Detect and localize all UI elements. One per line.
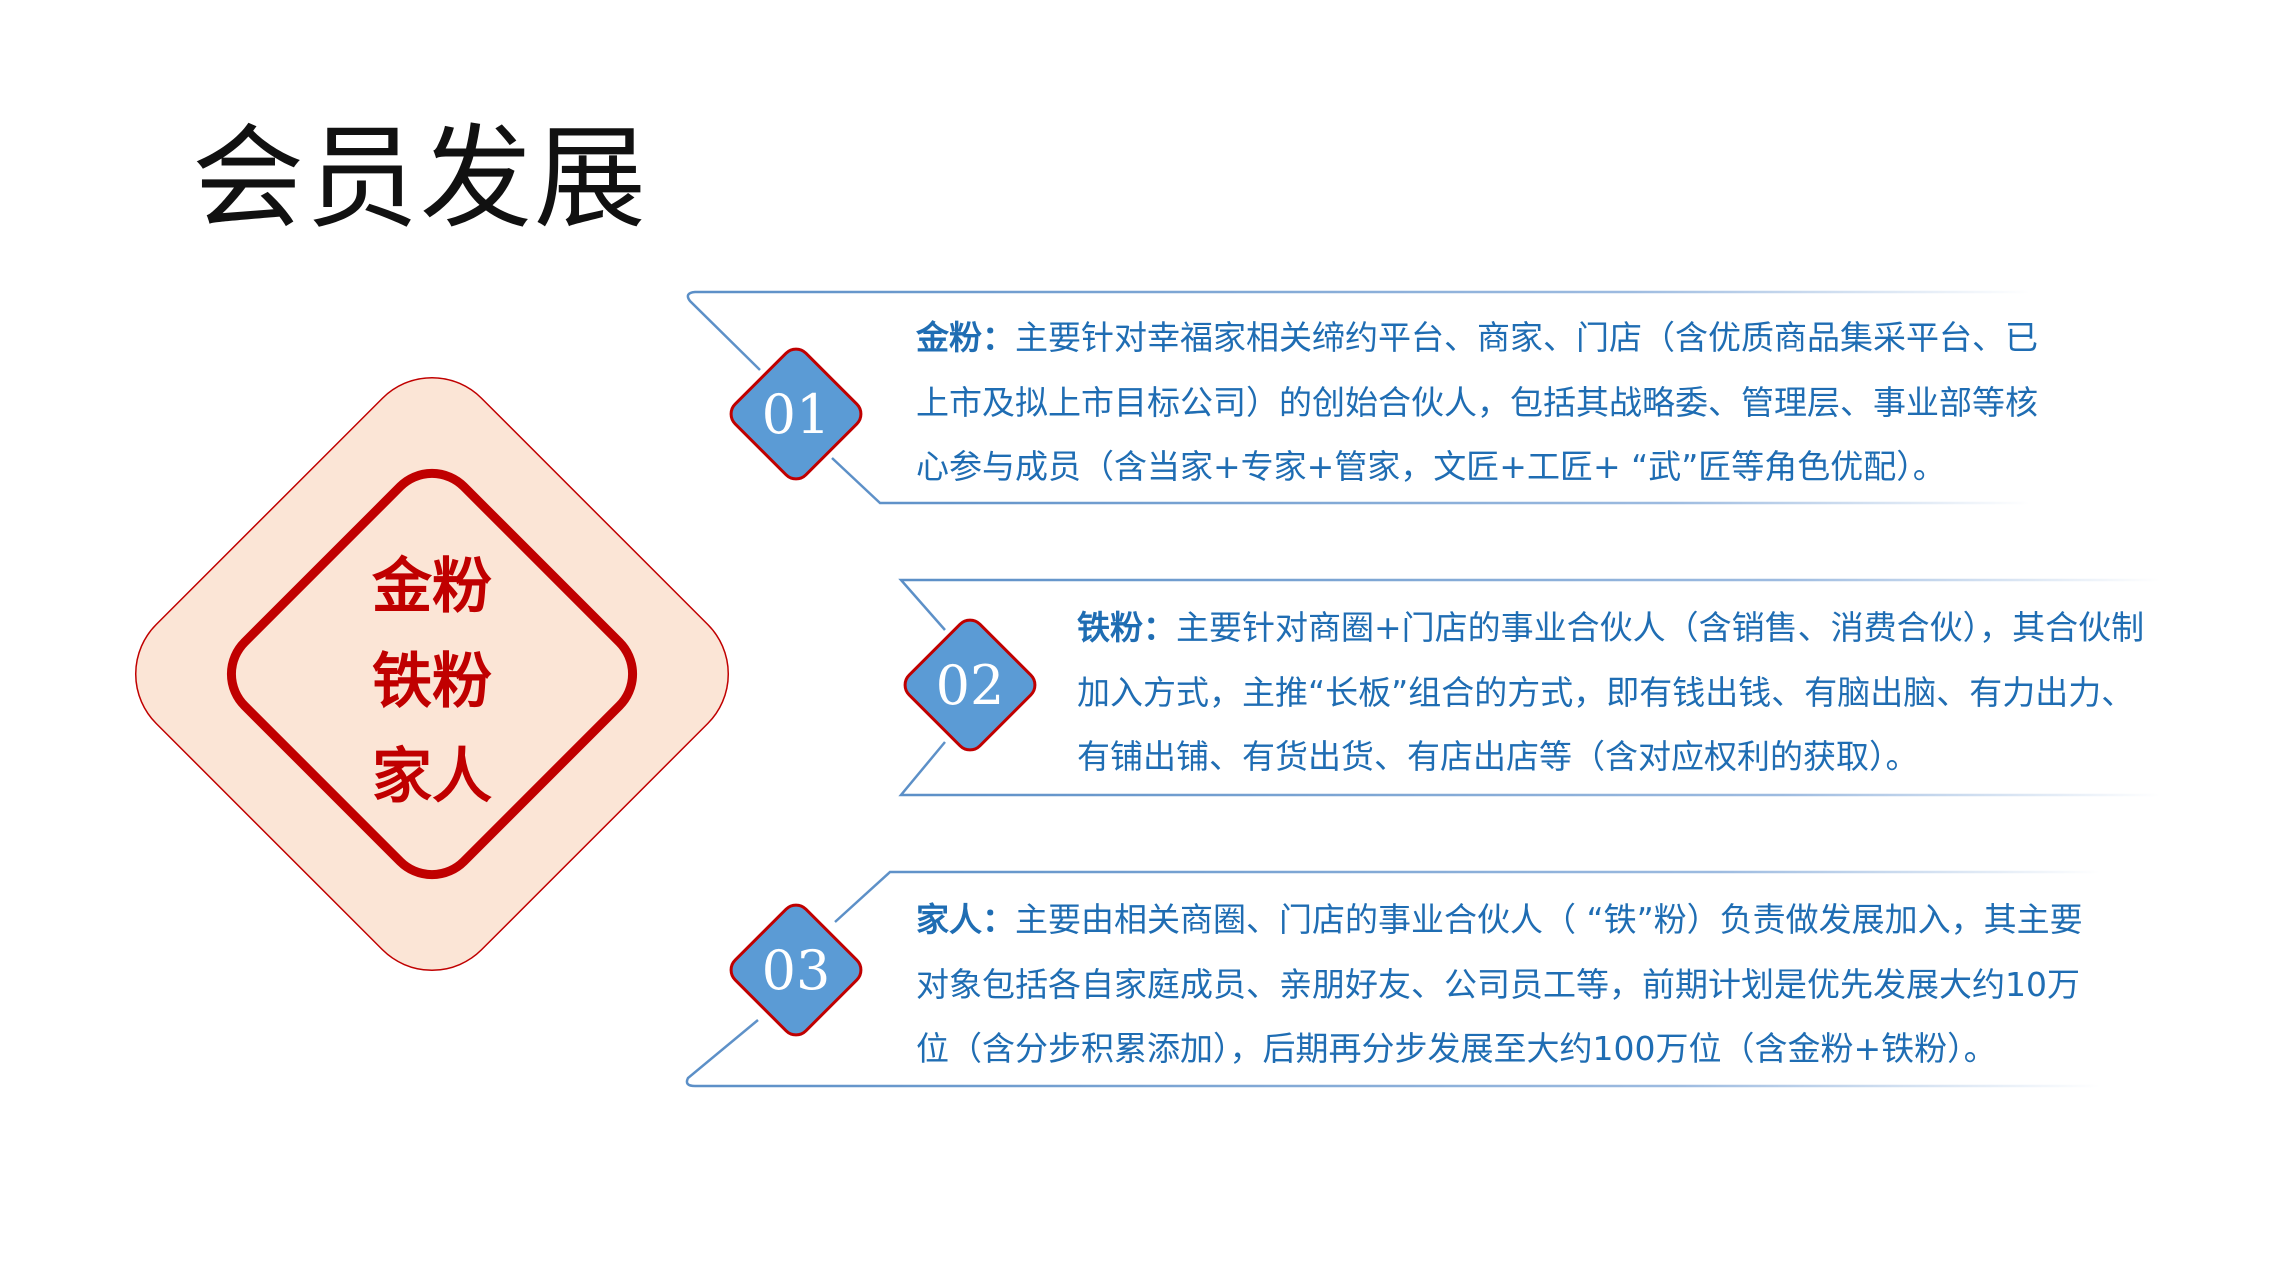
item-description-03: 家人：主要由相关商圈、门店的事业合伙人（ “铁”粉）负责做发展加入，其主要对象包… — [916, 888, 2096, 1082]
center-label-family: 家人 — [372, 742, 492, 812]
diamond-01 — [729, 347, 863, 481]
item-term: 家人： — [916, 900, 1015, 939]
center-label-iron: 铁粉 — [372, 647, 492, 717]
item-number-03: 03 — [761, 938, 831, 1002]
item-number-01: 01 — [761, 382, 831, 446]
item-description-01: 金粉：主要针对幸福家相关缔约平台、商家、门店（含优质商品集采平台、已上市及拟上市… — [916, 306, 2066, 500]
item-term: 铁粉： — [1077, 608, 1176, 647]
outer-diamond — [134, 376, 730, 972]
item-number-02: 02 — [935, 653, 1005, 717]
item-text: 主要针对幸福家相关缔约平台、商家、门店（含优质商品集采平台、已上市及拟上市目标公… — [916, 318, 2038, 486]
panel-2-outline — [898, 578, 2160, 797]
item-term: 金粉： — [916, 318, 1015, 357]
center-label-gold: 金粉 — [372, 552, 492, 622]
item-text: 主要由相关商圈、门店的事业合伙人（ “铁”粉）负责做发展加入，其主要对象包括各自… — [916, 900, 2083, 1068]
inner-diamond — [226, 468, 638, 880]
panel-1-outline — [686, 290, 2030, 505]
panel-3-outline — [685, 870, 2100, 1088]
item-description-02: 铁粉：主要针对商圈+门店的事业合伙人（含销售、消费合伙），其合伙制加入方式，主推… — [1077, 596, 2157, 790]
diamond-02 — [903, 618, 1037, 752]
diamond-03 — [729, 903, 863, 1037]
item-text: 主要针对商圈+门店的事业合伙人（含销售、消费合伙），其合伙制加入方式，主推“长板… — [1077, 608, 2145, 776]
page-title: 会员发展 — [192, 114, 648, 244]
center-labels: 金粉 铁粉 家人 — [332, 540, 532, 825]
